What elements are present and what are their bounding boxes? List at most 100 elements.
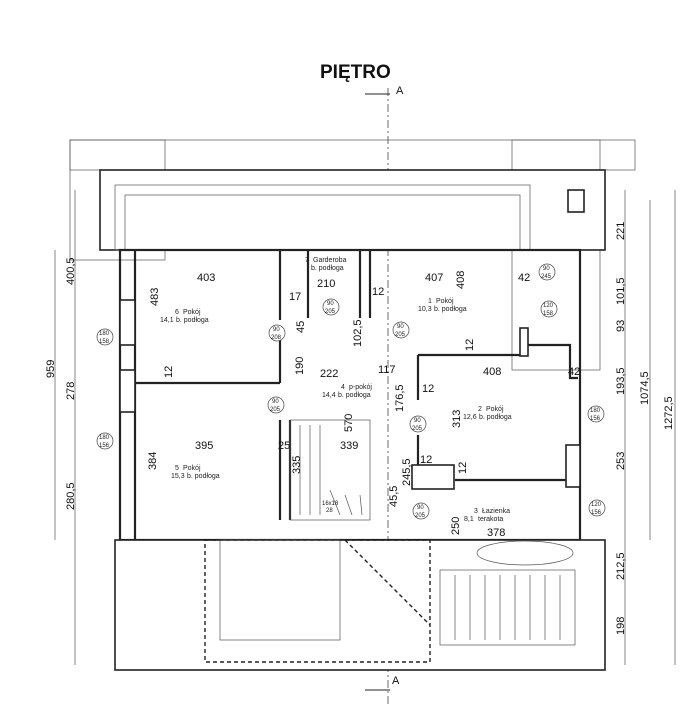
plan-label: 403 (197, 272, 215, 284)
plan-label: 176,5 (394, 384, 406, 412)
plan-label: 205 (412, 426, 423, 432)
plan-label: 120 (543, 303, 554, 309)
plan-label: p-pokój (349, 384, 372, 391)
plan-label: 156 (590, 416, 601, 422)
plan-label: Łazienka (482, 508, 510, 515)
plan-label: 212,5 (615, 552, 627, 580)
plan-label: 15,3 (171, 473, 185, 480)
stairs-steps: 16x18 (322, 501, 339, 507)
plan-label: 6 (175, 309, 179, 316)
plan-label: 180 (99, 331, 110, 337)
plan-label: 90 (273, 327, 280, 333)
plan-label: 5 (175, 465, 179, 472)
plan-label: 90 (417, 505, 424, 511)
plan-label: 90 (272, 399, 279, 405)
plan-label: 205 (415, 513, 426, 519)
plan-label: 959 (45, 360, 57, 378)
plan-label: 42 (568, 366, 580, 378)
section-marker-top: A (396, 85, 404, 97)
plan-label: 313 (451, 410, 463, 428)
plan-label: 12 (457, 462, 469, 474)
plan-label: 90 (414, 418, 421, 424)
plan-label: 158 (99, 339, 110, 345)
plan-label: 378 (487, 527, 505, 539)
plan-label: 25 (278, 440, 290, 452)
plan-label: 120 (591, 502, 602, 508)
plan-label: 3 (474, 508, 478, 515)
plan-label: b. podłoga (338, 392, 371, 399)
plan-label: 408 (455, 271, 467, 289)
plan-label: 1 (428, 298, 432, 305)
plan-label: 4 (341, 384, 345, 391)
plan-label: 2 (478, 406, 482, 413)
plan-title: PIĘTRO (320, 62, 391, 83)
plan-label: Garderoba (313, 257, 347, 264)
plan-label: 12 (163, 366, 175, 378)
plan-label: 90 (543, 266, 550, 272)
plan-label: 158 (543, 311, 554, 317)
plan-label: 14,1 (160, 317, 174, 324)
plan-label: 45 (295, 321, 307, 333)
plan-label: b. podłoga (176, 317, 209, 324)
plan-label: Pokój (183, 465, 201, 472)
plan-label: 93 (615, 320, 627, 332)
plan-label: 221 (615, 222, 627, 240)
plan-label: 180 (99, 435, 110, 441)
plan-label: 205 (325, 309, 336, 315)
plan-label: 384 (147, 452, 159, 470)
plan-label: 7 (305, 257, 309, 264)
plan-label: 407 (425, 272, 443, 284)
plan-label: 198 (615, 617, 627, 635)
plan-label: 1074,5 (639, 371, 651, 405)
plan-label: 250 (450, 517, 462, 535)
plan-label: b. podłoga (479, 414, 512, 421)
plan-label: Pokój (436, 298, 454, 305)
plan-label: 222 (320, 368, 338, 380)
plan-label: b. podłoga (434, 306, 467, 313)
plan-label: 8,1 (464, 516, 474, 523)
plan-label: 156 (99, 443, 110, 449)
plan-label: 395 (195, 440, 213, 452)
plan-label: 17 (289, 291, 301, 303)
inner-dimensions: 403 483 210 17 12 407 408 42 45 102,5 19… (147, 271, 580, 539)
plan-label: 12 (420, 454, 432, 466)
plan-label: b. podłoga (187, 473, 220, 480)
plan-label: 101,5 (615, 277, 627, 305)
plan-label: 483 (149, 288, 161, 306)
plan-label: 245,5 (401, 458, 413, 486)
plan-label: 90 (397, 324, 404, 330)
plan-label: 205 (270, 407, 281, 413)
plan-label: 208 (271, 335, 282, 341)
plan-label: 570 (343, 414, 355, 432)
plan-label: 12 (422, 383, 434, 395)
plan-label: 335 (291, 456, 303, 474)
plan-label: 102,5 (352, 319, 364, 347)
plan-label: 14,4 (322, 392, 336, 399)
plan-label: 210 (317, 278, 335, 290)
plan-label: 45,5 (388, 486, 400, 507)
plan-label: 12,6 (463, 414, 477, 421)
plan-label: 339 (340, 440, 358, 452)
plan-label: 10,3 (418, 306, 432, 313)
plan-label: 1272,5 (663, 396, 675, 430)
plan-label: 12 (464, 339, 476, 351)
